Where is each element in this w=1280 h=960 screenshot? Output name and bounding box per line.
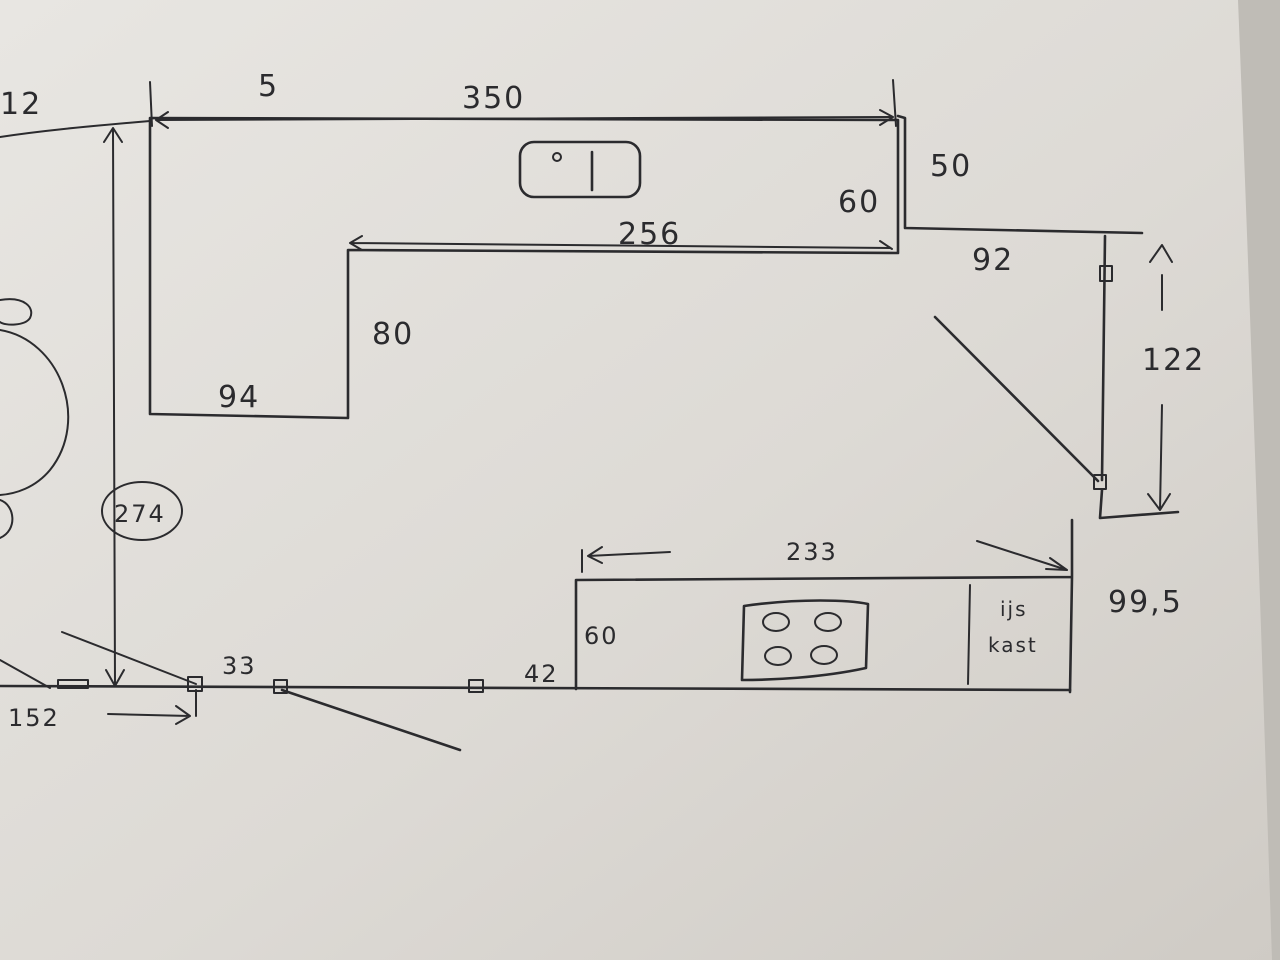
dimension-wall-segment-a: 33 (222, 652, 257, 680)
marker-square (1093, 474, 1107, 490)
paper-edge (1238, 0, 1280, 960)
marker-rect (57, 679, 89, 689)
diagonal-door-swing-bottom (280, 688, 462, 752)
dimension-total-height: 274 (114, 500, 166, 528)
height-circle (101, 481, 183, 541)
marker-square (1099, 265, 1113, 282)
fridge-label-line1: ijs (1000, 597, 1028, 621)
dimension-top-width: 350 (462, 81, 525, 116)
left-wall-curve (0, 120, 151, 138)
right-lower-wall (1098, 488, 1180, 520)
dimension-bottom-left-width: 152 (8, 704, 60, 732)
right-vertical-wall (1100, 234, 1107, 482)
marker-square (273, 679, 288, 694)
dimension-wall-segment-b: 42 (524, 660, 559, 688)
diagonal-door-swing-right (933, 315, 1100, 483)
table-fragment (0, 298, 70, 539)
dimension-counter-depth: 60 (584, 622, 619, 650)
fridge-divider (967, 584, 971, 685)
dimension-bottom-left: 94 (218, 380, 260, 415)
dimension-right-height: 122 (1142, 343, 1205, 378)
dimension-vertical-step: 80 (372, 317, 414, 352)
inner-width-arrow (349, 235, 893, 251)
counter-width-arrow (581, 540, 1068, 573)
dimension-counter-width: 233 (786, 538, 838, 566)
hob-icon (740, 599, 870, 682)
sink-icon (518, 140, 642, 199)
total-height-arrow (103, 127, 125, 687)
marker-square (468, 679, 484, 693)
dimension-right-gap: 99,5 (1108, 585, 1183, 620)
dimension-inner-depth: 60 (838, 185, 880, 220)
dimension-inner-width: 256 (618, 217, 681, 252)
bottom-left-arrow (107, 705, 191, 725)
right-height-arrow (1147, 244, 1173, 511)
dimension-top-left-partial: 12 (0, 87, 42, 122)
dimension-right-top-width: 92 (972, 243, 1014, 278)
right-wall-step (896, 114, 1144, 235)
bottom-counter-outline (574, 518, 1074, 694)
bottom-wall (0, 684, 1072, 692)
scribble-mark: 5 (258, 69, 279, 104)
top-counter-outline (148, 116, 900, 420)
dimension-right-step: 50 (930, 149, 972, 184)
top-dimension-line (149, 79, 897, 129)
diagonal-door-swing-left (0, 631, 197, 717)
fridge-label-line2: kast (988, 633, 1038, 657)
